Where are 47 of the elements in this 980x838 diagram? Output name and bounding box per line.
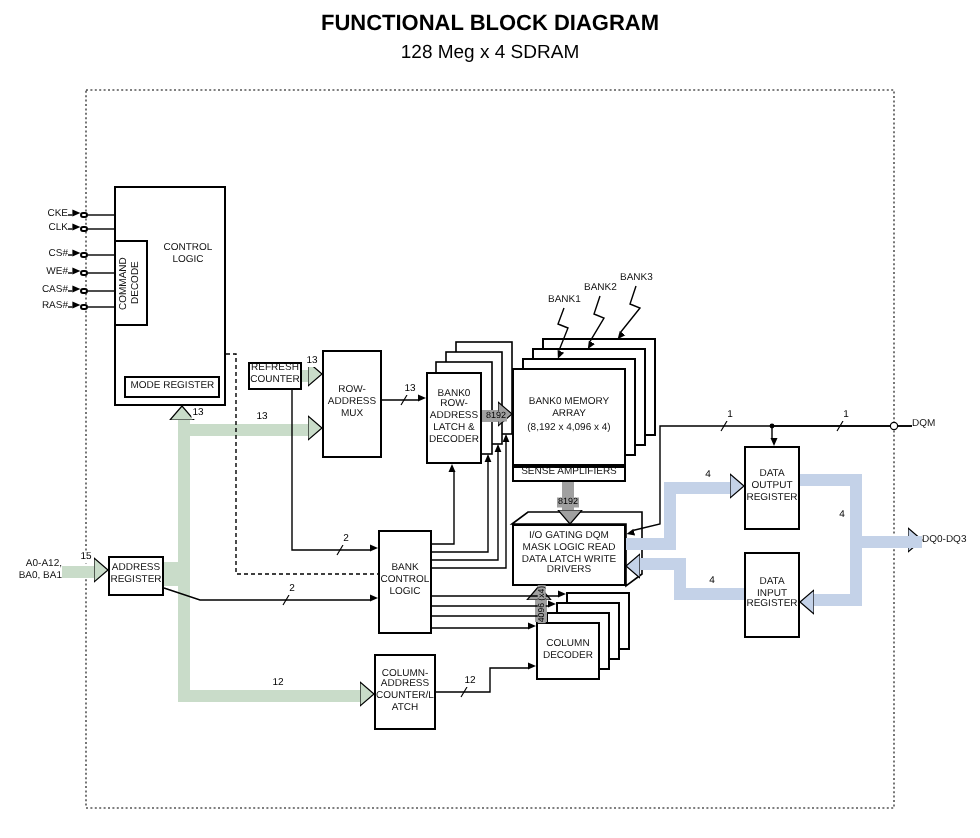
bus-arrow [526,585,552,622]
bus-arrow [625,553,744,600]
arrow [67,223,81,231]
arrow [626,425,913,536]
column-decoder-block [536,622,600,680]
diagram-subtitle: 128 Meg x 4 SDRAM [398,42,582,64]
pin-circle [80,211,88,219]
bus-arrow [302,361,323,387]
register-block [744,552,800,638]
pin-circle [80,251,88,259]
pin-circle [80,269,88,277]
arrow [67,249,81,257]
bus-arrow [626,473,745,550]
bus-arrow [799,536,922,615]
sense-amplifier-bar [512,466,626,482]
arrow [381,394,426,402]
arrow [435,662,536,693]
arrow [67,267,81,275]
register-block [744,446,800,530]
counter-block [374,654,436,730]
arrow [431,464,456,545]
dashed-line [225,353,379,575]
lightning-arrow [431,600,556,608]
arrow [67,301,81,309]
bank-control-block [378,530,432,634]
arrow [291,389,378,552]
pin-circle [80,287,88,295]
pin-circle [80,303,88,311]
lightning-arrow [431,590,566,598]
control-logic-block [114,186,226,406]
pin-circle [80,225,88,233]
lightning-arrow [617,285,642,340]
arrow [431,622,536,630]
bus-arrow [557,482,583,525]
row-decoder-block [426,372,482,464]
lightning-arrow [557,307,569,359]
mux-block [322,350,382,458]
diagram-title: FUNCTIONAL BLOCK DIAGRAM [318,12,662,36]
arrow [163,587,378,602]
register-block [108,556,164,596]
bus-arrow [62,557,109,583]
bus-arrow [164,574,375,707]
mode-register-block [124,376,221,399]
arrow [67,209,81,217]
lightning-arrow [587,295,606,350]
arrow [67,285,81,293]
command-decoder-block [114,240,149,327]
